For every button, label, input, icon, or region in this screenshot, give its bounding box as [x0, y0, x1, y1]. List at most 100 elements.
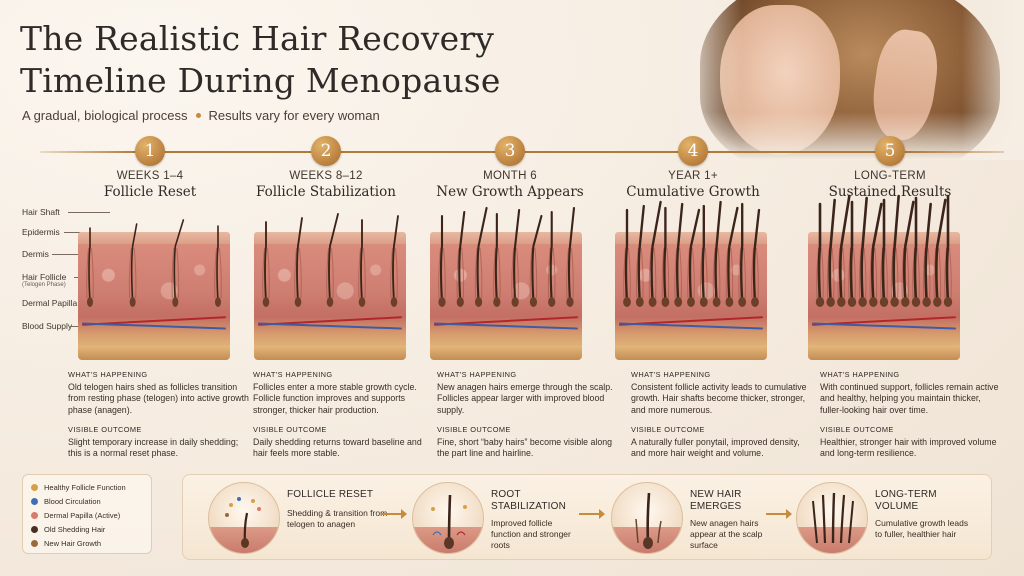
process-title-2-text: ROOT STABILIZATION [491, 489, 567, 512]
hair-strand [262, 221, 270, 307]
hair-strand [901, 200, 915, 307]
leader-line [64, 232, 80, 233]
hair-strand [171, 219, 185, 307]
process-desc-1: Shedding & transition from telogen to an… [287, 508, 388, 529]
visible-outcome-text: Slight temporary increase in daily shedd… [68, 436, 239, 459]
step-number-badge: 1 [135, 136, 165, 166]
whats-happening-heading: WHAT'S HAPPENING [820, 370, 900, 379]
hair-strand [922, 202, 932, 307]
hair-strand [911, 196, 921, 307]
step-period: WEEKS 8–12 [289, 170, 363, 182]
legend-dot-icon [31, 497, 38, 505]
label-hair-shaft: Hair Shaft [22, 207, 60, 217]
stage-description-2: WHAT'S HAPPENING Follicles enter a more … [253, 369, 435, 468]
process-title-4-text: LONG-TERM VOLUME [875, 489, 937, 512]
visible-outcome-heading: VISIBLE OUTCOME [68, 425, 142, 434]
visible-outcome-heading: VISIBLE OUTCOME [631, 425, 705, 434]
hair-strand [661, 206, 670, 307]
hair-strand [214, 225, 222, 307]
visible-outcome-heading: VISIBLE OUTCOME [820, 425, 894, 434]
hair-follicles-illustration [623, 200, 761, 307]
hair-strand [869, 202, 883, 307]
hair-strand [547, 210, 556, 307]
process-desc-2: Improved follicle function and stronger … [491, 518, 571, 550]
step-number-badge: 5 [875, 136, 905, 166]
legend-item: Healthy Follicle Function [31, 480, 143, 494]
legend-item: Old Shedding Hair [31, 522, 143, 536]
hair-strand [933, 198, 947, 307]
portrait-fade [680, 0, 1024, 160]
legend-dot-icon [31, 525, 38, 533]
hair-strand [529, 214, 543, 307]
hair-strand [128, 223, 138, 307]
label-hair-follicle: Hair Follicle (Telogen Phase) [22, 272, 66, 288]
process-title-1: FOLLICLE RESET [287, 489, 374, 500]
hair-strand [837, 194, 851, 307]
hair-strand [751, 208, 761, 307]
process-summary-panel: FOLLICLE RESET Shedding & transition fro… [182, 474, 992, 560]
hair-strand [674, 202, 684, 307]
hair-strand [635, 204, 645, 307]
hair-strand [712, 200, 722, 307]
step-number-badge: 2 [311, 136, 341, 166]
hair-strand [493, 212, 501, 307]
label-blood-supply: Blood Supply [22, 321, 73, 331]
arrow-right-icon [579, 509, 605, 519]
hair-strand [943, 194, 953, 307]
bullet-dot-icon [195, 113, 201, 118]
hair-follicles-illustration [815, 194, 953, 307]
legend-item: Blood Circulation [31, 494, 143, 508]
label-epidermis: Epidermis [22, 227, 60, 237]
step-name: New Growth Appears [436, 184, 584, 200]
stage-description-5: WHAT'S HAPPENING With continued support,… [820, 369, 1002, 468]
step-number-badge: 3 [495, 136, 525, 166]
skin-cross-section-4 [615, 200, 767, 360]
whats-happening-text: New anagen hairs emerge through the scal… [437, 381, 613, 415]
hair-follicles-illustration [86, 219, 222, 307]
long-term-volume-icon [796, 482, 868, 554]
step-period: YEAR 1+ [668, 170, 718, 182]
stage-description-4: WHAT'S HAPPENING Consistent follicle act… [631, 369, 813, 468]
legend-label: Old Shedding Hair [44, 524, 106, 534]
whats-happening-text: With continued support, follicles remain… [820, 381, 999, 415]
title-line-1: The Realistic Hair Recovery [20, 19, 495, 58]
visible-outcome-heading: VISIBLE OUTCOME [253, 425, 327, 434]
step-number-badge: 4 [678, 136, 708, 166]
arrow-right-icon [381, 509, 407, 519]
legend-label: Blood Circulation [44, 496, 101, 506]
hair-strand [826, 198, 836, 307]
new-hair-emerges-icon [611, 482, 683, 554]
label-telogen-phase: (Telogen Phase) [22, 282, 66, 288]
hair-follicles-illustration [438, 206, 576, 307]
title-line-2: Timeline During Menopause [20, 61, 501, 100]
hair-strand [815, 202, 825, 307]
whats-happening-text: Old telogen hairs shed as follicles tran… [68, 381, 249, 415]
step-period: MONTH 6 [483, 170, 537, 182]
legend-label: Dermal Papilla (Active) [44, 510, 121, 520]
timeline-step-2: 2 WEEKS 8–12 Follicle Stabilization [231, 136, 421, 200]
legend-dot-icon [31, 483, 38, 491]
hair-strand [699, 204, 708, 307]
leader-line [52, 254, 80, 255]
visible-outcome-text: Daily shedding returns toward baseline a… [253, 436, 422, 459]
leader-line [68, 212, 110, 213]
step-name: Follicle Reset [103, 184, 197, 200]
step-period: WEEKS 1–4 [116, 170, 184, 182]
whats-happening-text: Consistent follicle activity leads to cu… [631, 381, 807, 415]
step-period: LONG-TERM [854, 170, 926, 182]
whats-happening-heading: WHAT'S HAPPENING [437, 370, 517, 379]
hair-strand [294, 217, 303, 307]
step-name: Cumulative Growth [626, 184, 760, 200]
legend-label: Healthy Follicle Function [44, 482, 126, 492]
label-hair-follicle-text: Hair Follicle [22, 272, 67, 282]
visible-outcome-text: Fine, short “baby hairs” become visible … [437, 436, 613, 459]
visible-outcome-text: A naturally fuller ponytail, improved de… [631, 436, 800, 459]
legend-dot-icon [31, 539, 38, 547]
process-desc-4: Cumulative growth leads to fuller, healt… [875, 518, 969, 539]
hair-strand [86, 227, 94, 307]
process-title-4: LONG-TERM VOLUME [875, 489, 945, 513]
whats-happening-text: Follicles enter a more stable growth cyc… [253, 381, 417, 415]
hair-strand [390, 215, 399, 307]
hair-strand [687, 208, 701, 307]
root-stabilization-icon [412, 482, 484, 554]
